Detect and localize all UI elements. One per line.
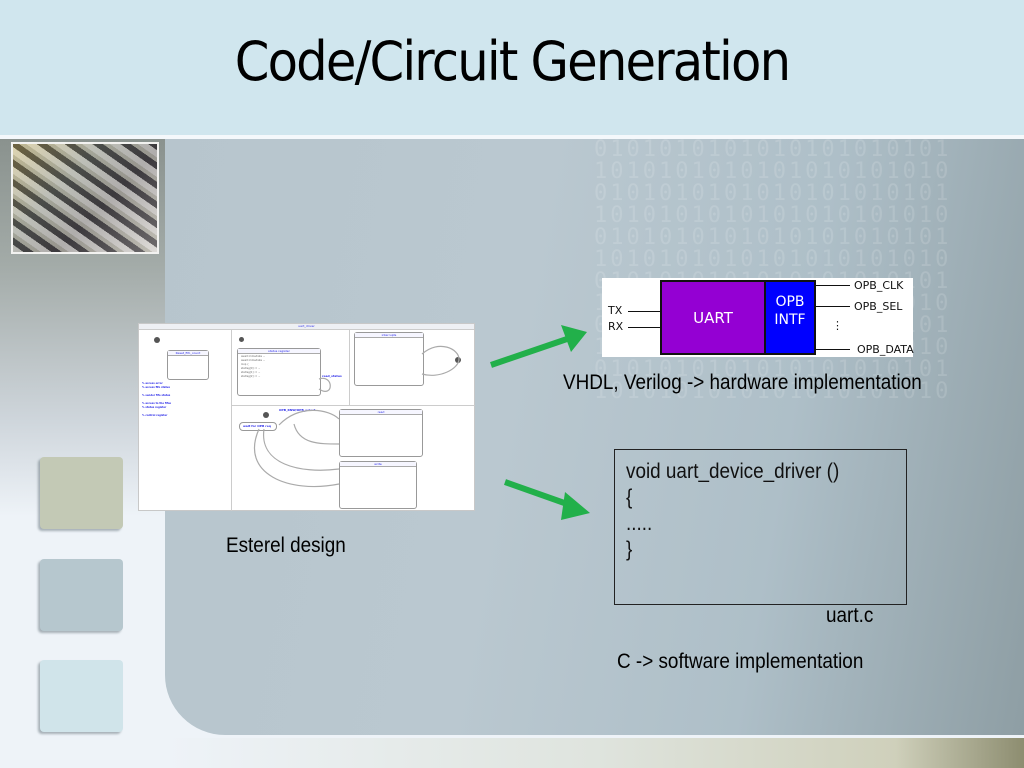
state-label: wait for OPB req <box>243 424 271 428</box>
initial-state-icon <box>455 357 461 363</box>
esterel-diagram: uart_driver Reset_fifo_count % access er… <box>138 323 475 511</box>
software-caption: C -> software implementation <box>617 650 864 673</box>
signal-opb-clk: OPB_CLK <box>854 279 904 292</box>
hardware-block-diagram: TX RX UART OPB INTF OPB_CLK OPB_SEL ⋮ OP… <box>602 278 914 357</box>
wire <box>628 311 660 312</box>
signal-rx: RX <box>608 320 624 333</box>
arrows-layer <box>490 325 590 520</box>
wire <box>816 349 850 350</box>
signal-opb-sel: OPB_SEL <box>854 300 903 313</box>
write-box: write <box>339 461 417 509</box>
opb-intf-block: OPB INTF <box>766 280 816 355</box>
chip-die-photo <box>11 142 159 254</box>
code-snippet: await immediate ...await immediate ...lo… <box>241 355 266 378</box>
ellipsis-icon: ⋮ <box>832 319 843 332</box>
decor-swatch-light-blue <box>40 660 123 732</box>
slide-title: Code/Circuit Generation <box>234 30 791 93</box>
code-filename: uart.c <box>826 604 874 627</box>
bottom-decor-strip <box>165 738 1024 768</box>
code-box: void uart_device_driver () { ..... } <box>614 449 907 605</box>
initial-state-icon <box>239 337 244 342</box>
binary-watermark: 0101010101010101010101 10101010101010101… <box>594 139 952 399</box>
signal-tx: TX <box>608 304 623 317</box>
wire <box>628 327 660 328</box>
wire <box>816 306 850 307</box>
block-label: read <box>340 410 422 415</box>
code-line: } <box>626 538 633 561</box>
divider <box>231 329 232 511</box>
title-band: Code/Circuit Generation <box>0 0 1024 139</box>
content-panel: 0101010101010101010101 10101010101010101… <box>165 139 1024 735</box>
status-register-box: status register await immediate ...await… <box>237 348 321 396</box>
signal-declarations: % access error% access fifo status% send… <box>142 382 172 417</box>
arrow-to-hardware-icon <box>490 325 587 368</box>
signal-opb-data: OPB_DATA <box>857 343 914 356</box>
block-label: write <box>340 462 416 467</box>
transition-label: read_status <box>322 374 342 378</box>
decor-swatch-olive <box>40 457 123 529</box>
arrow-to-software-icon <box>503 479 590 520</box>
divider <box>231 405 475 406</box>
decor-swatch-blue-gray <box>40 559 123 631</box>
hardware-caption: VHDL, Verilog -> hardware implementation <box>563 371 922 394</box>
opb-label: OPB <box>775 294 805 310</box>
interrupts-box: interrupts <box>354 332 424 386</box>
initial-state-icon <box>154 337 160 343</box>
read-box: read <box>339 409 423 457</box>
divider <box>349 329 350 405</box>
esterel-window-title: uart_driver <box>139 324 474 330</box>
initial-state-icon <box>263 412 269 418</box>
uart-block: UART <box>660 280 766 355</box>
block-label: interrupts <box>355 333 423 338</box>
wire <box>816 285 850 286</box>
esterel-caption: Esterel design <box>226 534 346 557</box>
code-line: { <box>626 486 633 509</box>
reset-state-box: Reset_fifo_count <box>167 350 209 380</box>
code-line: void uart_device_driver () <box>626 460 840 483</box>
intf-label: INTF <box>774 312 806 328</box>
transition-label: OPB_RNW/OPB_select <box>279 408 316 412</box>
transition-curves <box>253 345 460 488</box>
state-label: Reset_fifo_count <box>168 351 208 356</box>
block-label: status register <box>238 349 320 354</box>
code-line: ..... <box>626 512 653 535</box>
